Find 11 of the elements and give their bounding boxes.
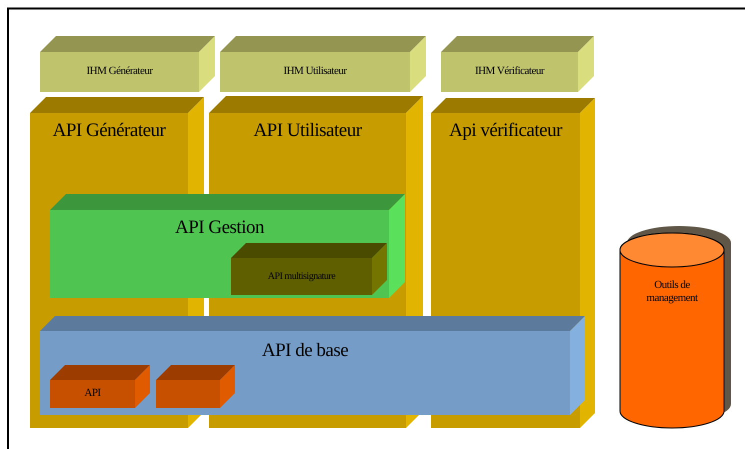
block-label: Outils de management [645,279,699,304]
block-label: API [83,387,102,400]
block-label: IHM Générateur [86,65,154,78]
block-label: API Gestion [174,217,266,239]
block-label: API de base [260,340,350,362]
block-label: API multisignature [266,270,336,282]
block-label: IHM Utilisateur [282,65,348,78]
block-label: API Générateur [52,120,167,142]
block-label: Api vérificateur [448,120,564,142]
block-label: IHM Vérificateur [474,65,546,78]
block-label: API Utilisateur [252,120,363,142]
